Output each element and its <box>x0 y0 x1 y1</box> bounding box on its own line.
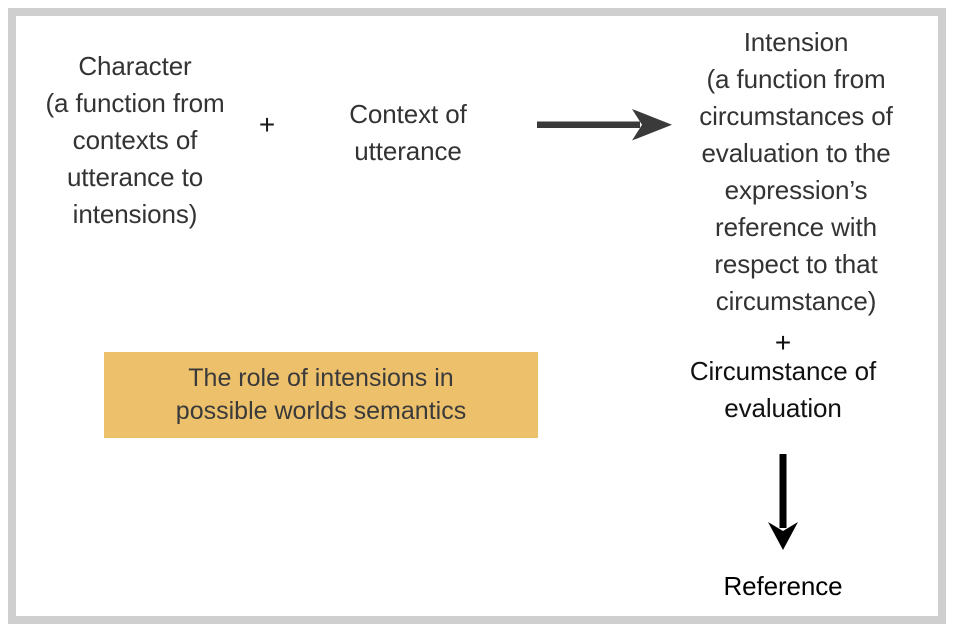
plus-operator-two: + <box>774 327 792 358</box>
node-reference: Reference <box>723 571 843 601</box>
arrow-right-icon <box>532 100 682 150</box>
arrow-down-svg <box>768 454 798 550</box>
caption-box: The role of intensions in possible world… <box>104 352 538 438</box>
plus-operator-one: + <box>258 109 276 140</box>
node-character: Character (a function from contexts of u… <box>45 51 225 229</box>
diagram-frame-border <box>8 8 946 624</box>
node-circumstance-of-evaluation: Circumstance of evaluation <box>689 356 877 423</box>
arrow-down-icon <box>755 450 811 556</box>
node-context-of-utterance: Context of utterance <box>349 99 467 166</box>
arrow-right-svg <box>537 109 672 141</box>
node-intension: Intension (a function from circumstances… <box>699 27 893 316</box>
caption-text: The role of intensions in possible world… <box>175 364 467 425</box>
